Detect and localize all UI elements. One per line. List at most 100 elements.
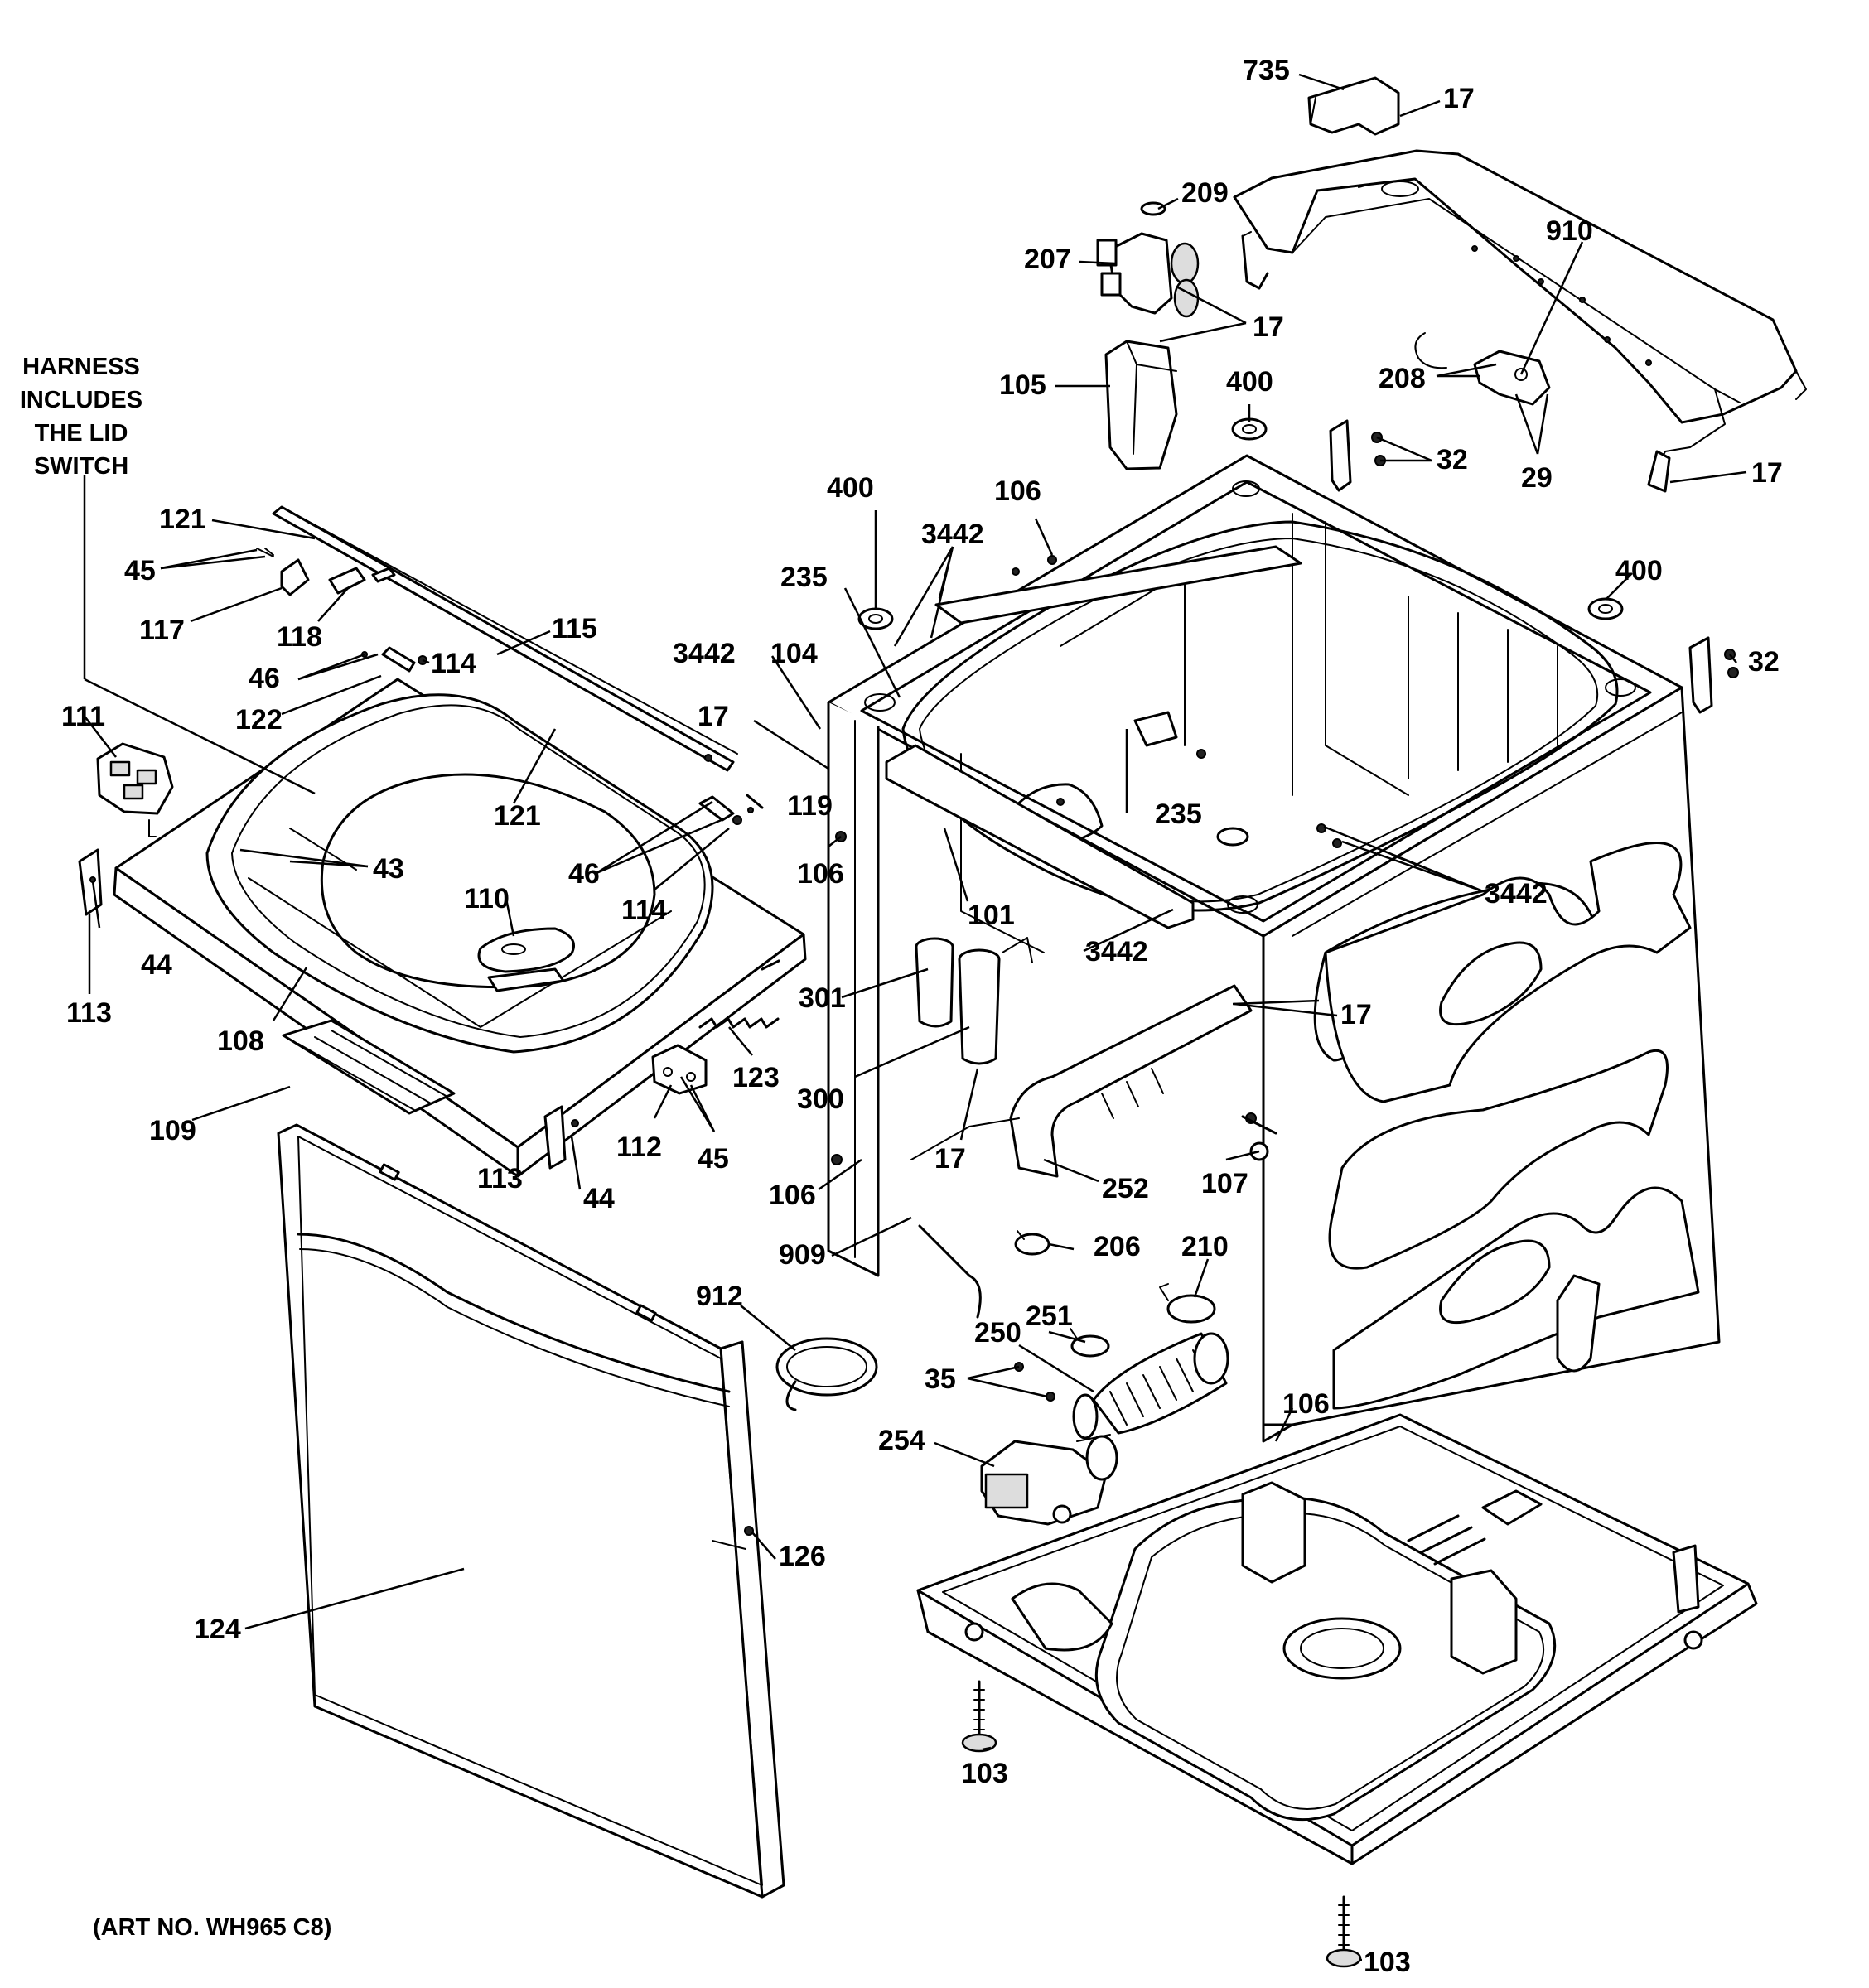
label-110: 110 — [464, 883, 510, 914]
leader-lines — [82, 73, 1747, 1961]
label-208: 208 — [1379, 363, 1426, 394]
label-32: 32 — [1437, 444, 1468, 475]
label-114: 114 — [431, 648, 476, 679]
label-113: 113 — [66, 997, 112, 1029]
part-119-pin — [746, 794, 764, 809]
part-251-clamp — [1070, 1328, 1110, 1358]
label-101: 101 — [968, 900, 1015, 931]
label-29: 29 — [1521, 462, 1553, 494]
part-912-inlet-hose — [775, 1337, 878, 1411]
label-207: 207 — [1024, 244, 1071, 275]
label-3442: 3442 — [1485, 878, 1548, 910]
label-106: 106 — [769, 1180, 816, 1211]
part-252-hose — [1009, 984, 1253, 1178]
label-32: 32 — [1748, 646, 1780, 678]
label-909: 909 — [779, 1239, 826, 1271]
label-400: 400 — [1615, 555, 1663, 586]
label-121: 121 — [159, 504, 206, 535]
part-109-cover — [282, 1019, 456, 1115]
label-46: 46 — [568, 858, 600, 890]
label-103: 103 — [961, 1758, 1008, 1789]
label-3442: 3442 — [921, 519, 984, 550]
label-111: 111 — [61, 701, 105, 732]
label-103: 103 — [1364, 1947, 1411, 1978]
label-210: 210 — [1181, 1231, 1229, 1262]
label-400: 400 — [827, 472, 874, 504]
label-252: 252 — [1102, 1173, 1149, 1204]
label-254: 254 — [878, 1425, 925, 1456]
label-43: 43 — [373, 853, 404, 885]
part-111-lid-switch-harness — [96, 742, 174, 837]
label-17: 17 — [1340, 999, 1372, 1030]
label-17: 17 — [1443, 83, 1475, 114]
part-32-bracket-b — [1688, 636, 1739, 714]
part-126-screw — [744, 1526, 754, 1536]
art-number: (ART NO. WH965 C8) — [93, 1914, 331, 1941]
label-119: 119 — [787, 790, 833, 822]
label-105: 105 — [999, 369, 1046, 401]
part-909-harness — [910, 1117, 1020, 1319]
label-400: 400 — [1226, 366, 1273, 398]
note-line-2: INCLUDES — [20, 387, 142, 413]
part-123-spring — [698, 959, 780, 1029]
label-121: 121 — [494, 800, 541, 832]
label-104: 104 — [770, 638, 818, 669]
label-123: 123 — [732, 1062, 780, 1093]
part-254-drain-pump — [980, 1434, 1118, 1526]
part-207-water-valve — [1096, 201, 1200, 318]
part-210-clamp — [1159, 1283, 1216, 1324]
part-114-hinge-b — [698, 795, 754, 825]
label-46: 46 — [249, 663, 280, 694]
label-17: 17 — [1253, 311, 1284, 343]
note-line-3: THE LID — [35, 420, 128, 446]
label-206: 206 — [1094, 1231, 1141, 1262]
label-106: 106 — [994, 475, 1041, 507]
label-250: 250 — [974, 1317, 1021, 1349]
label-17: 17 — [698, 701, 729, 732]
label-3442: 3442 — [673, 638, 736, 669]
label-235: 235 — [780, 562, 828, 593]
label-124: 124 — [194, 1614, 241, 1645]
part-105-pressure-switch — [1104, 340, 1178, 470]
label-44: 44 — [583, 1183, 615, 1214]
label-117: 117 — [139, 615, 185, 646]
label-45: 45 — [698, 1143, 729, 1175]
part-300-301-hoses — [915, 937, 1033, 1065]
label-115: 115 — [552, 613, 597, 644]
note-line-4: SWITCH — [34, 453, 128, 480]
label-118: 118 — [277, 621, 322, 653]
part-735-bracket — [1307, 76, 1400, 136]
label-45: 45 — [124, 555, 156, 586]
label-235: 235 — [1155, 799, 1202, 830]
part-122-hinge-plate — [361, 646, 427, 673]
valve-bracket — [1241, 231, 1269, 290]
part-117-lid-lock — [256, 548, 310, 596]
label-108: 108 — [217, 1025, 264, 1057]
part-250-corrugated-hose — [1072, 1332, 1229, 1440]
label-107: 107 — [1201, 1168, 1248, 1199]
part-206-clamp — [1014, 1230, 1050, 1256]
label-910: 910 — [1546, 215, 1593, 247]
label-251: 251 — [1026, 1300, 1073, 1332]
base-frame — [916, 1413, 1758, 1865]
label-109: 109 — [149, 1115, 196, 1146]
part-112-hinge — [651, 1044, 708, 1095]
part-103-leveling-leg-b — [1326, 1895, 1362, 1968]
part-103-leveling-leg-a — [961, 1680, 997, 1753]
label-44: 44 — [141, 949, 172, 981]
control-panel — [1233, 149, 1807, 493]
label-301: 301 — [799, 982, 846, 1014]
label-126: 126 — [779, 1541, 826, 1572]
part-113-hinge-bracket-b — [543, 1105, 579, 1170]
callout-labels: 735 17 209 910 207 17 105 400 208 32 29 … — [61, 55, 1783, 1978]
part-113-hinge-bracket-a — [78, 848, 103, 916]
label-106: 106 — [797, 858, 844, 890]
note-harness: HARNESS INCLUDES THE LID SWITCH — [20, 354, 142, 480]
label-912: 912 — [696, 1281, 743, 1312]
label-122: 122 — [235, 704, 283, 736]
label-35: 35 — [925, 1363, 956, 1395]
label-17: 17 — [934, 1143, 966, 1175]
note-line-1: HARNESS — [22, 354, 140, 380]
part-32-bracket-a — [1329, 419, 1386, 492]
label-114: 114 — [621, 895, 667, 926]
